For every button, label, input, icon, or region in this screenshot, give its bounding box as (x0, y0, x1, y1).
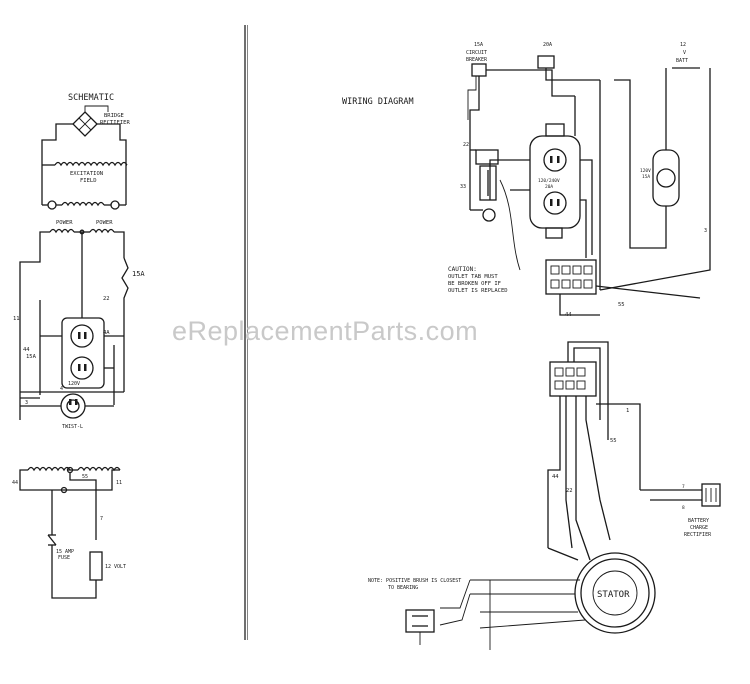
top-right-label-2: V (683, 50, 686, 56)
right-receptacle: 120V 15A 3 (599, 68, 711, 291)
wire-11: 11 (13, 316, 20, 322)
wire-55-lower: 55 (610, 438, 617, 444)
wire-1: 1 (626, 408, 629, 414)
twist-lock-label: TWIST-L (62, 424, 83, 430)
battery-winding: 44 11 55 7 15 AMP FUSE 12 VOLT (12, 466, 126, 599)
wire-55-schematic: 55 (82, 474, 88, 480)
excitation-label-2: FIELD (80, 178, 97, 184)
breaker-label: 15A (132, 270, 145, 278)
wire-22-left: 22 (463, 142, 469, 148)
brush-note-1: NOTE: POSITIVE BRUSH IS CLOSEST (368, 578, 461, 584)
rectifier-label-1: BRIDGE (104, 113, 124, 119)
fuse-label-2: FUSE (58, 555, 70, 561)
section-divider (244, 25, 248, 640)
breaker-top-label-2: CIRCUIT (466, 50, 487, 56)
excitation-field: EXCITATION FIELD (41, 161, 128, 210)
wire-22-lower: 22 (566, 488, 573, 494)
winding-right: 11 (116, 480, 122, 486)
top-right-label-1: 12 (680, 42, 686, 48)
receptacle-label-1: 120/240V (538, 178, 560, 184)
wiring-diagram: WIRING DIAGRAM 15A CIRCUIT BREAKER 20A 1… (342, 42, 721, 650)
breaker-top-label-3: BREAKER (466, 57, 488, 63)
right-recept-label-1: 120V (640, 168, 651, 174)
wiring-title: WIRING DIAGRAM (342, 97, 414, 107)
caution-line-3: BE BROKEN OFF IF (448, 281, 501, 287)
wire-4a: 4A (103, 330, 110, 336)
top-mid-label: 20A (543, 42, 552, 48)
wire-8: 8 (682, 505, 685, 511)
terminal-block-upper: 55 44 (545, 259, 701, 318)
schematic-fuse-amp: 15A (26, 354, 37, 360)
bridge-rectifier: BRIDGE RECTIFIER (41, 105, 130, 165)
battery-label-3: RECTIFIER (684, 532, 712, 538)
wire-7-schematic: 7 (100, 516, 103, 522)
wire-44: 44 (23, 347, 30, 353)
power-windings: POWER POWER 15A 11 22 4A 44 15A (13, 220, 145, 420)
watermark: eReplacementParts.com (172, 316, 478, 346)
wire-55-upper: 55 (618, 302, 625, 308)
stator: STATOR (547, 547, 656, 634)
winding-left: 44 (12, 480, 18, 486)
wire-22: 22 (103, 296, 110, 302)
caution-note: CAUTION: OUTLET TAB MUST BE BROKEN OFF I… (448, 266, 508, 294)
battery-label-1: BATTERY (688, 518, 709, 524)
outlet-label: 120V (68, 381, 80, 387)
wire-44-upper: 44 (565, 312, 572, 318)
twist-lock-outlet: TWIST-L 4 3 (20, 386, 124, 430)
center-receptacle: 120/240V 20A (489, 80, 601, 290)
caution-line-4: OUTLET IS REPLACED (448, 288, 508, 294)
wire-33-left: 33 (460, 184, 466, 190)
wire-4: 4 (60, 386, 63, 392)
caution-line-1: CAUTION: (448, 266, 477, 273)
top-right-label-3: BATT (676, 58, 688, 64)
fuse-label-1: 15 AMP (56, 549, 74, 555)
wire-44-lower: 44 (552, 474, 559, 480)
volt-label: 12 VOLT (105, 564, 126, 570)
stator-label: STATOR (597, 590, 630, 600)
excitation-label-1: EXCITATION (70, 171, 103, 177)
left-switch-cluster: 22 33 (460, 142, 521, 271)
terminal-block-lower: 1 55 44 22 (547, 341, 641, 561)
right-recept-label-2: 15A (642, 174, 650, 180)
battery-label-2: CHARGE (690, 525, 708, 531)
receptacle-label-2: 20A (545, 184, 553, 190)
power-label-left: POWER (56, 220, 73, 226)
wire-7: 7 (682, 484, 685, 490)
brush-note-2: TO BEARING (388, 585, 418, 591)
schematic-title: SCHEMATIC (68, 93, 114, 103)
power-label-right: POWER (96, 220, 113, 226)
brush-assembly: NOTE: POSITIVE BRUSH IS CLOSEST TO BEARI… (368, 578, 586, 650)
wire-3-right: 3 (704, 228, 707, 234)
schematic: SCHEMATIC BRIDGE RECTIFIER EXCITATION FI… (12, 93, 145, 599)
top-terminals: 15A CIRCUIT BREAKER 20A 12 V BATT (466, 42, 700, 210)
battery-charge-rectifier: 7 8 BATTERY CHARGE RECTIFIER (640, 483, 721, 538)
caution-line-2: OUTLET TAB MUST (448, 274, 498, 280)
rectifier-label-2: RECTIFIER (100, 120, 130, 126)
duplex-outlet: 120V (39, 300, 124, 405)
breaker-top-label-1: 15A (474, 42, 483, 48)
wire-3: 3 (25, 400, 28, 406)
